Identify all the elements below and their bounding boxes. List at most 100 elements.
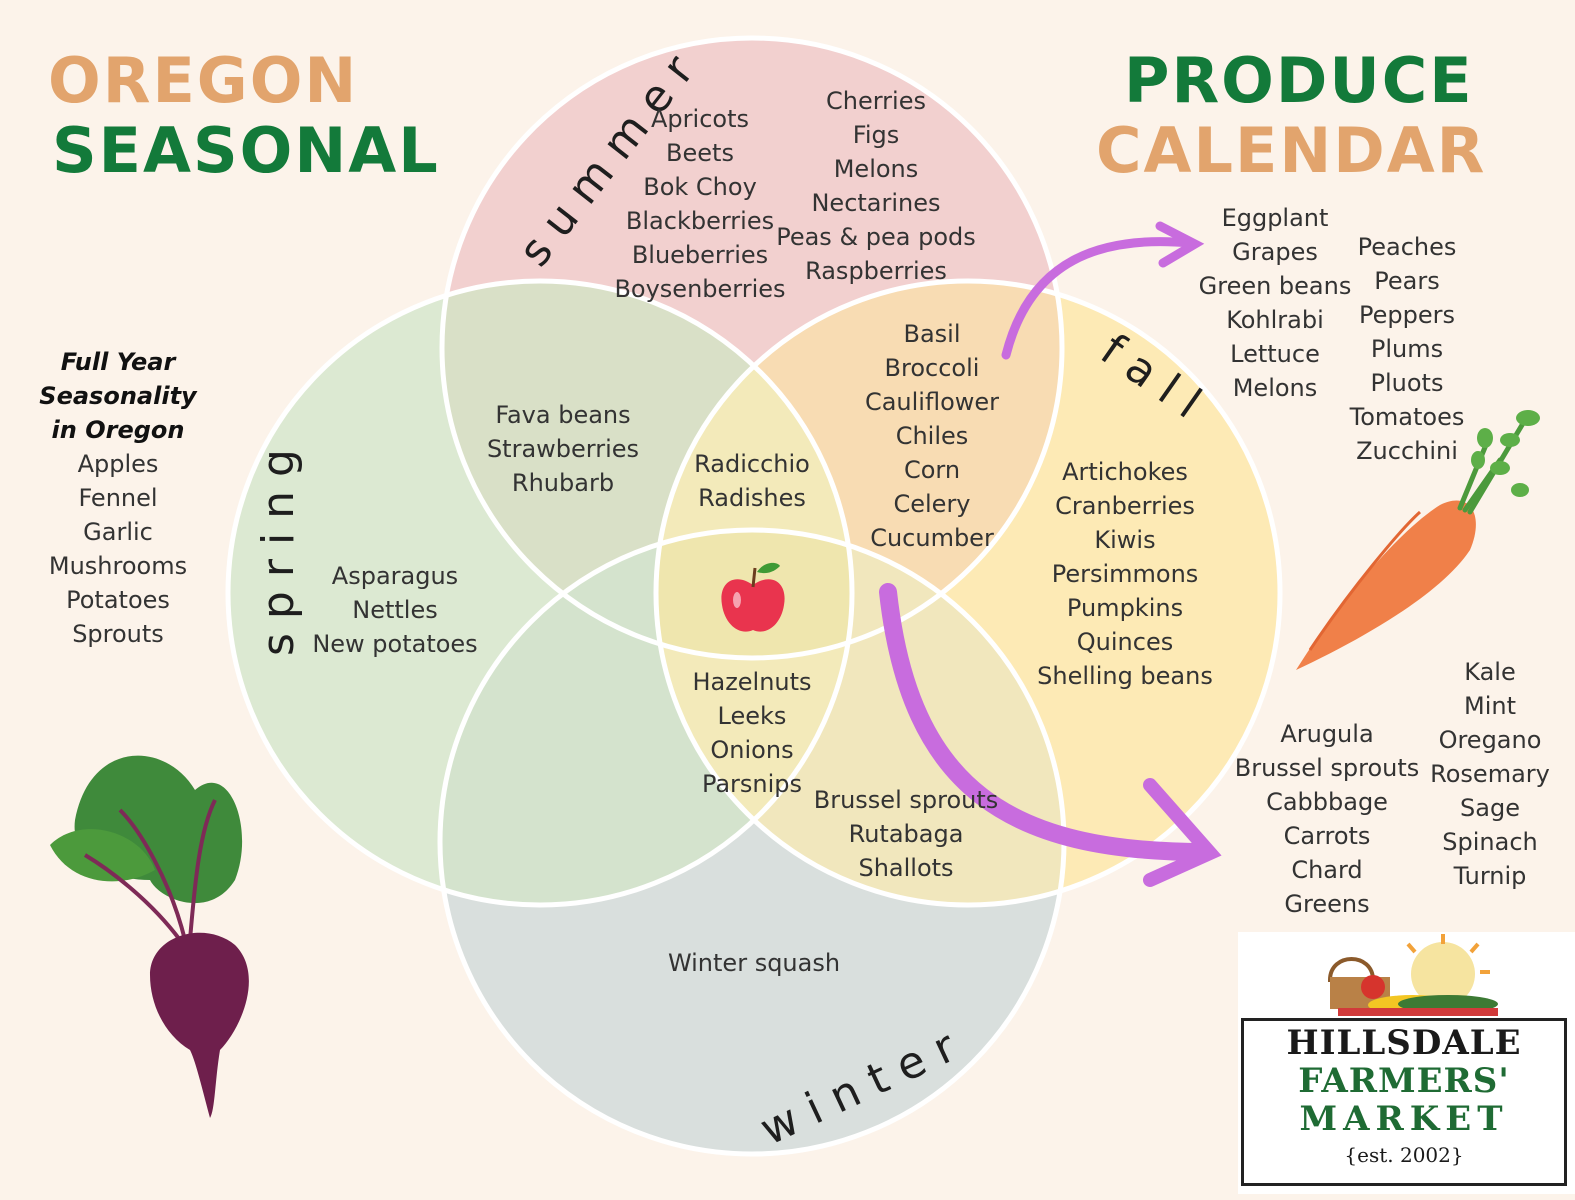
produce-item: Brussel sprouts	[813, 786, 999, 814]
produce-item: New potatoes	[312, 630, 478, 658]
produce-item: Kale	[1464, 658, 1516, 686]
produce-item: Zucchini	[1356, 437, 1458, 465]
apple-icon	[721, 562, 785, 632]
produce-item: Fava beans	[495, 401, 631, 429]
title-calendar: CALENDAR	[1096, 114, 1487, 187]
produce-item: Melons	[1232, 374, 1318, 402]
produce-item: Onions	[710, 736, 794, 764]
produce-item: Corn	[903, 456, 961, 484]
produce-item: Cranberries	[1055, 492, 1195, 520]
produce-item: Pluots	[1370, 369, 1444, 397]
produce-item: Peas & pea pods	[776, 223, 976, 251]
arrow-to-winter-extra	[879, 583, 1222, 887]
produce-item: Cherries	[826, 87, 926, 115]
produce-item: Apples	[77, 450, 159, 478]
produce-item: Plums	[1370, 335, 1444, 363]
produce-item: Chiles	[895, 422, 969, 450]
produce-item: Celery	[893, 490, 971, 518]
produce-item: Boysenberries	[614, 275, 786, 303]
produce-item: Fennel	[78, 484, 158, 512]
produce-item: Cauliflower	[864, 388, 1000, 416]
produce-item: Shallots	[858, 854, 954, 882]
produce-item: Pears	[1374, 267, 1440, 295]
produce-item: Blackberries	[625, 207, 775, 235]
produce-item: Nettles	[352, 596, 438, 624]
produce-item: Greens	[1284, 890, 1370, 918]
produce-item: Cucumber	[870, 524, 994, 552]
produce-item: Artichokes	[1062, 458, 1188, 486]
produce-item: Figs	[852, 121, 900, 149]
produce-item: Winter squash	[667, 949, 841, 977]
arrow-to-fall-extra	[1001, 221, 1205, 360]
produce-item: Green beans	[1198, 272, 1352, 300]
hillsdale-logo: HILLSDALE FARMERS' MARKET {est. 2002}	[1238, 932, 1575, 1194]
produce-item: Nectarines	[811, 189, 941, 217]
beet-icon	[50, 755, 249, 1118]
produce-item: Basil	[903, 320, 961, 348]
produce-item: Arugula	[1280, 720, 1374, 748]
produce-item: Blueberries	[631, 241, 769, 269]
title-produce: PRODUCE	[1124, 44, 1474, 117]
produce-item: Cabbbage	[1266, 788, 1388, 816]
produce-item: Leeks	[717, 702, 787, 730]
produce-item: Carrots	[1283, 822, 1371, 850]
produce-item: Rutabaga	[848, 820, 964, 848]
produce-item: Hazelnuts	[692, 668, 812, 696]
produce-item: Quinces	[1076, 628, 1174, 656]
logo-line-market: MARKET	[1299, 1099, 1509, 1139]
produce-item: Turnip	[1453, 862, 1527, 890]
produce-item: Eggplant	[1221, 204, 1329, 232]
produce-item: Grapes	[1232, 238, 1318, 266]
list-winter: Winter squash	[654, 946, 854, 980]
produce-item: Kohlrabi	[1226, 306, 1324, 334]
produce-item: Peaches	[1357, 233, 1457, 261]
produce-item: Mint	[1464, 692, 1516, 720]
carrot-icon	[1296, 410, 1540, 670]
produce-item: Parsnips	[701, 770, 803, 798]
logo-line-farmers: FARMERS'	[1298, 1061, 1510, 1101]
produce-item: Apricots	[651, 105, 749, 133]
produce-item: Peppers	[1359, 301, 1455, 329]
produce-item: Raspberries	[805, 257, 947, 285]
produce-item: Asparagus	[331, 562, 459, 590]
logo-line-hillsdale: HILLSDALE	[1286, 1023, 1522, 1063]
full-year-heading-2: Seasonality	[39, 382, 197, 410]
produce-item: Mushrooms	[48, 552, 188, 580]
produce-item: Broccoli	[884, 354, 980, 382]
produce-item: Kiwis	[1094, 526, 1156, 554]
produce-item: Shelling beans	[1037, 662, 1213, 690]
produce-item: Spinach	[1442, 828, 1538, 856]
produce-item: Oregano	[1438, 726, 1542, 754]
produce-item: Tomatoes	[1349, 403, 1465, 431]
produce-item: Garlic	[83, 518, 153, 546]
produce-item: Radishes	[698, 484, 806, 512]
produce-item: Potatoes	[66, 586, 170, 614]
season-spring: spring	[252, 435, 304, 656]
produce-item: Strawberries	[486, 435, 640, 463]
produce-item: Chard	[1291, 856, 1363, 884]
title-seasonal: SEASONAL	[52, 114, 440, 187]
produce-item: Bok Choy	[643, 173, 757, 201]
produce-item: Sage	[1460, 794, 1520, 822]
produce-item: Melons	[833, 155, 919, 183]
produce-item: Brussel sprouts	[1234, 754, 1420, 782]
full-year-heading-1: Full Year	[60, 348, 176, 376]
produce-item: Rhubarb	[511, 469, 615, 497]
produce-item: Lettuce	[1230, 340, 1320, 368]
produce-item: Beets	[666, 139, 734, 167]
full-year-heading-3: in Oregon	[51, 416, 185, 444]
